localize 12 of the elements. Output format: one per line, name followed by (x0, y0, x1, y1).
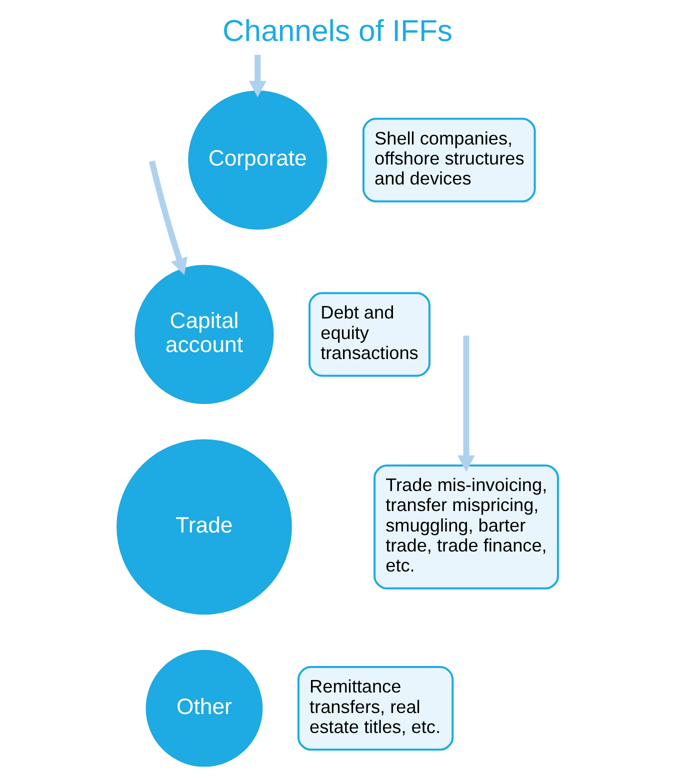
node-box: Remittance transfers, real estate titles, etc. (297, 666, 454, 751)
node-circle: Capital account (134, 264, 274, 404)
arrow (458, 336, 475, 472)
arrow (148, 160, 188, 275)
node-box: Debt and equity transactions (308, 292, 430, 377)
diagram-title: Channels of IFFs (222, 14, 453, 48)
node-circle: Trade (116, 439, 292, 615)
node-circle: Other (146, 650, 263, 767)
node-box: Shell companies, offshore structures and devices (362, 118, 536, 202)
arrow (248, 54, 266, 98)
node-box: Trade mis-invoicing, transfer mispricing, smuggling, barter trade, trade finance, etc. (374, 464, 559, 590)
node-circle: Corporate (188, 90, 328, 230)
